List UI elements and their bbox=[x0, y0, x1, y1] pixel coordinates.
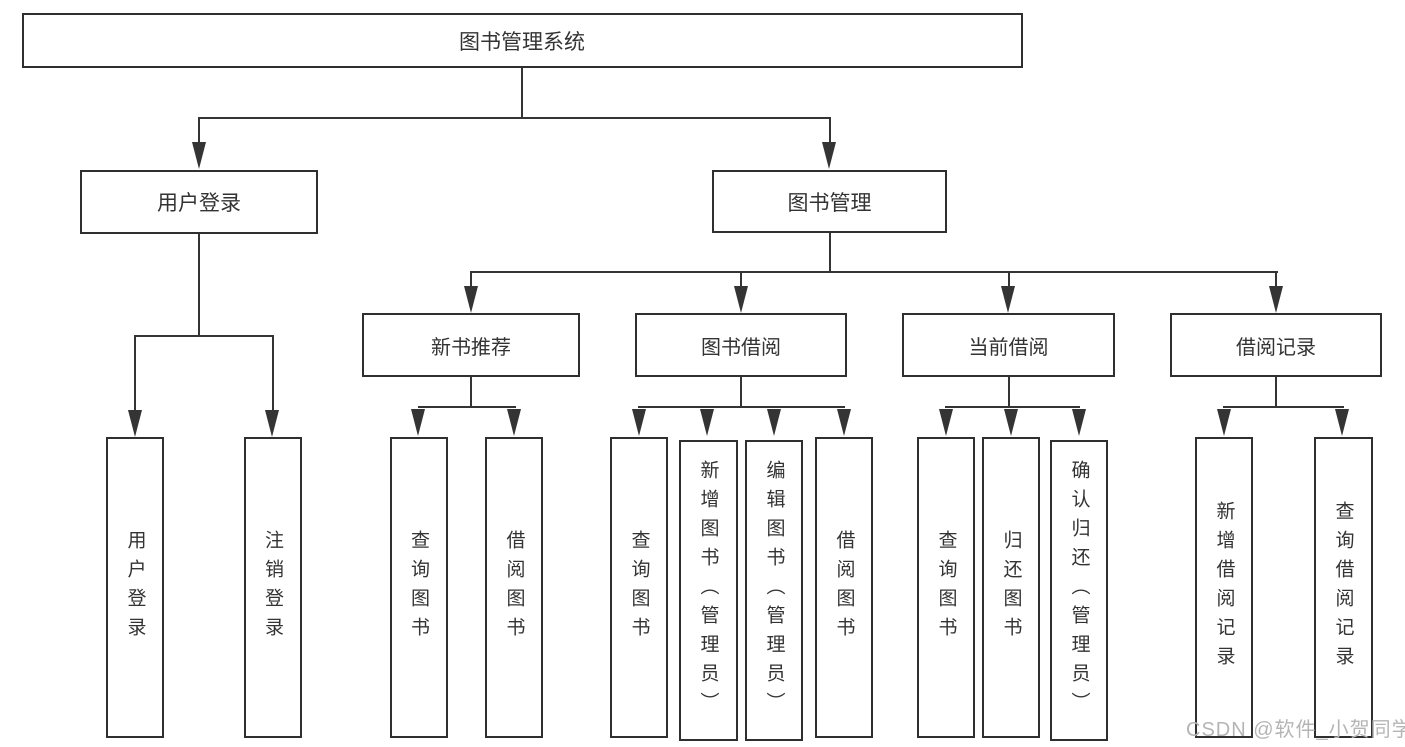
node-borrow-record: 借阅记录 bbox=[1170, 313, 1382, 377]
arrow-down-icon bbox=[265, 410, 279, 437]
node-user-login-label: 用户登录 bbox=[157, 192, 241, 215]
connector-line bbox=[271, 335, 274, 413]
node-new-book-recommend-label: 新书推荐 bbox=[431, 336, 511, 359]
node-bb-add-book-admin: 新增图书（管理员） bbox=[678, 440, 738, 741]
node-bb-borrow-book-label: 借阅图书 bbox=[833, 529, 855, 646]
node-book-borrow: 图书借阅 bbox=[635, 313, 847, 377]
arrow-down-icon bbox=[938, 409, 953, 436]
connector-line bbox=[1007, 377, 1010, 408]
node-bb-query-book-label: 查询图书 bbox=[628, 529, 650, 646]
arrow-down-icon bbox=[1003, 409, 1018, 436]
connector-line bbox=[470, 271, 472, 289]
node-cb-query-book-label: 查询图书 bbox=[935, 529, 957, 646]
node-nb-borrow-book: 借阅图书 bbox=[485, 437, 543, 738]
node-book-management: 图书管理 bbox=[712, 170, 947, 233]
connector-line bbox=[638, 406, 845, 408]
connector-line bbox=[521, 68, 523, 118]
node-br-add-record: 新增借阅记录 bbox=[1195, 437, 1253, 738]
arrow-down-icon bbox=[1001, 286, 1015, 313]
connector-line bbox=[470, 271, 1278, 273]
node-book-borrow-label: 图书借阅 bbox=[701, 336, 781, 359]
arrow-down-icon bbox=[766, 409, 781, 436]
arrow-down-icon bbox=[191, 142, 206, 169]
arrow-down-icon bbox=[700, 409, 714, 436]
node-root: 图书管理系统 bbox=[21, 13, 1023, 68]
node-cb-confirm-return-admin-label: 确认归还（管理员） bbox=[1068, 460, 1090, 721]
connector-line bbox=[740, 271, 742, 289]
node-root-label: 图书管理系统 bbox=[459, 30, 585, 54]
node-user-login-leaf-label: 用户登录 bbox=[124, 529, 146, 646]
connector-line bbox=[198, 234, 200, 337]
connector-line bbox=[134, 335, 136, 413]
node-cb-query-book: 查询图书 bbox=[917, 437, 975, 738]
connector-line bbox=[198, 117, 200, 145]
node-logout-leaf-label: 注销登录 bbox=[262, 529, 283, 646]
connector-line bbox=[828, 233, 831, 273]
arrow-down-icon bbox=[1216, 409, 1231, 436]
csdn-watermark: CSDN @软件_小贺同学 bbox=[1186, 719, 1405, 741]
connector-line bbox=[740, 377, 742, 408]
node-br-query-record: 查询借阅记录 bbox=[1313, 437, 1373, 738]
connector-line bbox=[1223, 406, 1344, 408]
node-br-query-record-label: 查询借阅记录 bbox=[1332, 500, 1354, 675]
node-current-borrow: 当前借阅 bbox=[902, 313, 1115, 377]
node-bb-query-book: 查询图书 bbox=[610, 437, 668, 738]
connector-line bbox=[1275, 271, 1277, 289]
node-user-login-leaf: 用户登录 bbox=[106, 437, 164, 738]
connector-line bbox=[470, 377, 472, 408]
arrow-down-icon bbox=[463, 286, 478, 313]
connector-line bbox=[828, 117, 831, 145]
node-bb-edit-book-admin-label: 编辑图书（管理员） bbox=[763, 460, 785, 721]
node-cb-confirm-return-admin: 确认归还（管理员） bbox=[1050, 440, 1108, 741]
node-current-borrow-label: 当前借阅 bbox=[968, 336, 1049, 359]
node-new-book-recommend: 新书推荐 bbox=[362, 313, 580, 377]
connector-line bbox=[417, 406, 516, 408]
connector-line bbox=[198, 117, 830, 119]
node-nb-borrow-book-label: 借阅图书 bbox=[503, 529, 525, 646]
arrow-down-icon bbox=[127, 410, 142, 437]
connector-line bbox=[1007, 271, 1010, 289]
arrow-down-icon bbox=[1071, 409, 1086, 436]
arrow-down-icon bbox=[631, 409, 646, 436]
connector-line bbox=[1275, 377, 1277, 408]
arrow-down-icon bbox=[733, 286, 748, 313]
node-cb-return-book-label: 归还图书 bbox=[1000, 529, 1022, 646]
arrow-down-icon bbox=[411, 409, 425, 436]
node-book-management-label: 图书管理 bbox=[787, 191, 872, 215]
node-br-add-record-label: 新增借阅记录 bbox=[1213, 500, 1235, 675]
arrow-down-icon bbox=[836, 409, 851, 436]
node-nb-query-book: 查询图书 bbox=[389, 437, 448, 738]
node-bb-borrow-book: 借阅图书 bbox=[815, 437, 873, 738]
node-logout-leaf: 注销登录 bbox=[243, 437, 302, 738]
node-nb-query-book-label: 查询图书 bbox=[408, 529, 429, 646]
connector-line bbox=[945, 406, 1080, 408]
connector-line bbox=[133, 335, 274, 337]
node-cb-return-book: 归还图书 bbox=[982, 437, 1040, 738]
arrow-down-icon bbox=[1335, 409, 1349, 436]
arrow-down-icon bbox=[822, 142, 836, 169]
node-bb-add-book-admin-label: 新增图书（管理员） bbox=[697, 460, 719, 721]
node-borrow-record-label: 借阅记录 bbox=[1236, 336, 1316, 359]
arrow-down-icon bbox=[1268, 286, 1283, 313]
arrow-down-icon bbox=[506, 409, 521, 436]
node-bb-edit-book-admin: 编辑图书（管理员） bbox=[745, 440, 803, 741]
node-user-login: 用户登录 bbox=[80, 170, 318, 234]
